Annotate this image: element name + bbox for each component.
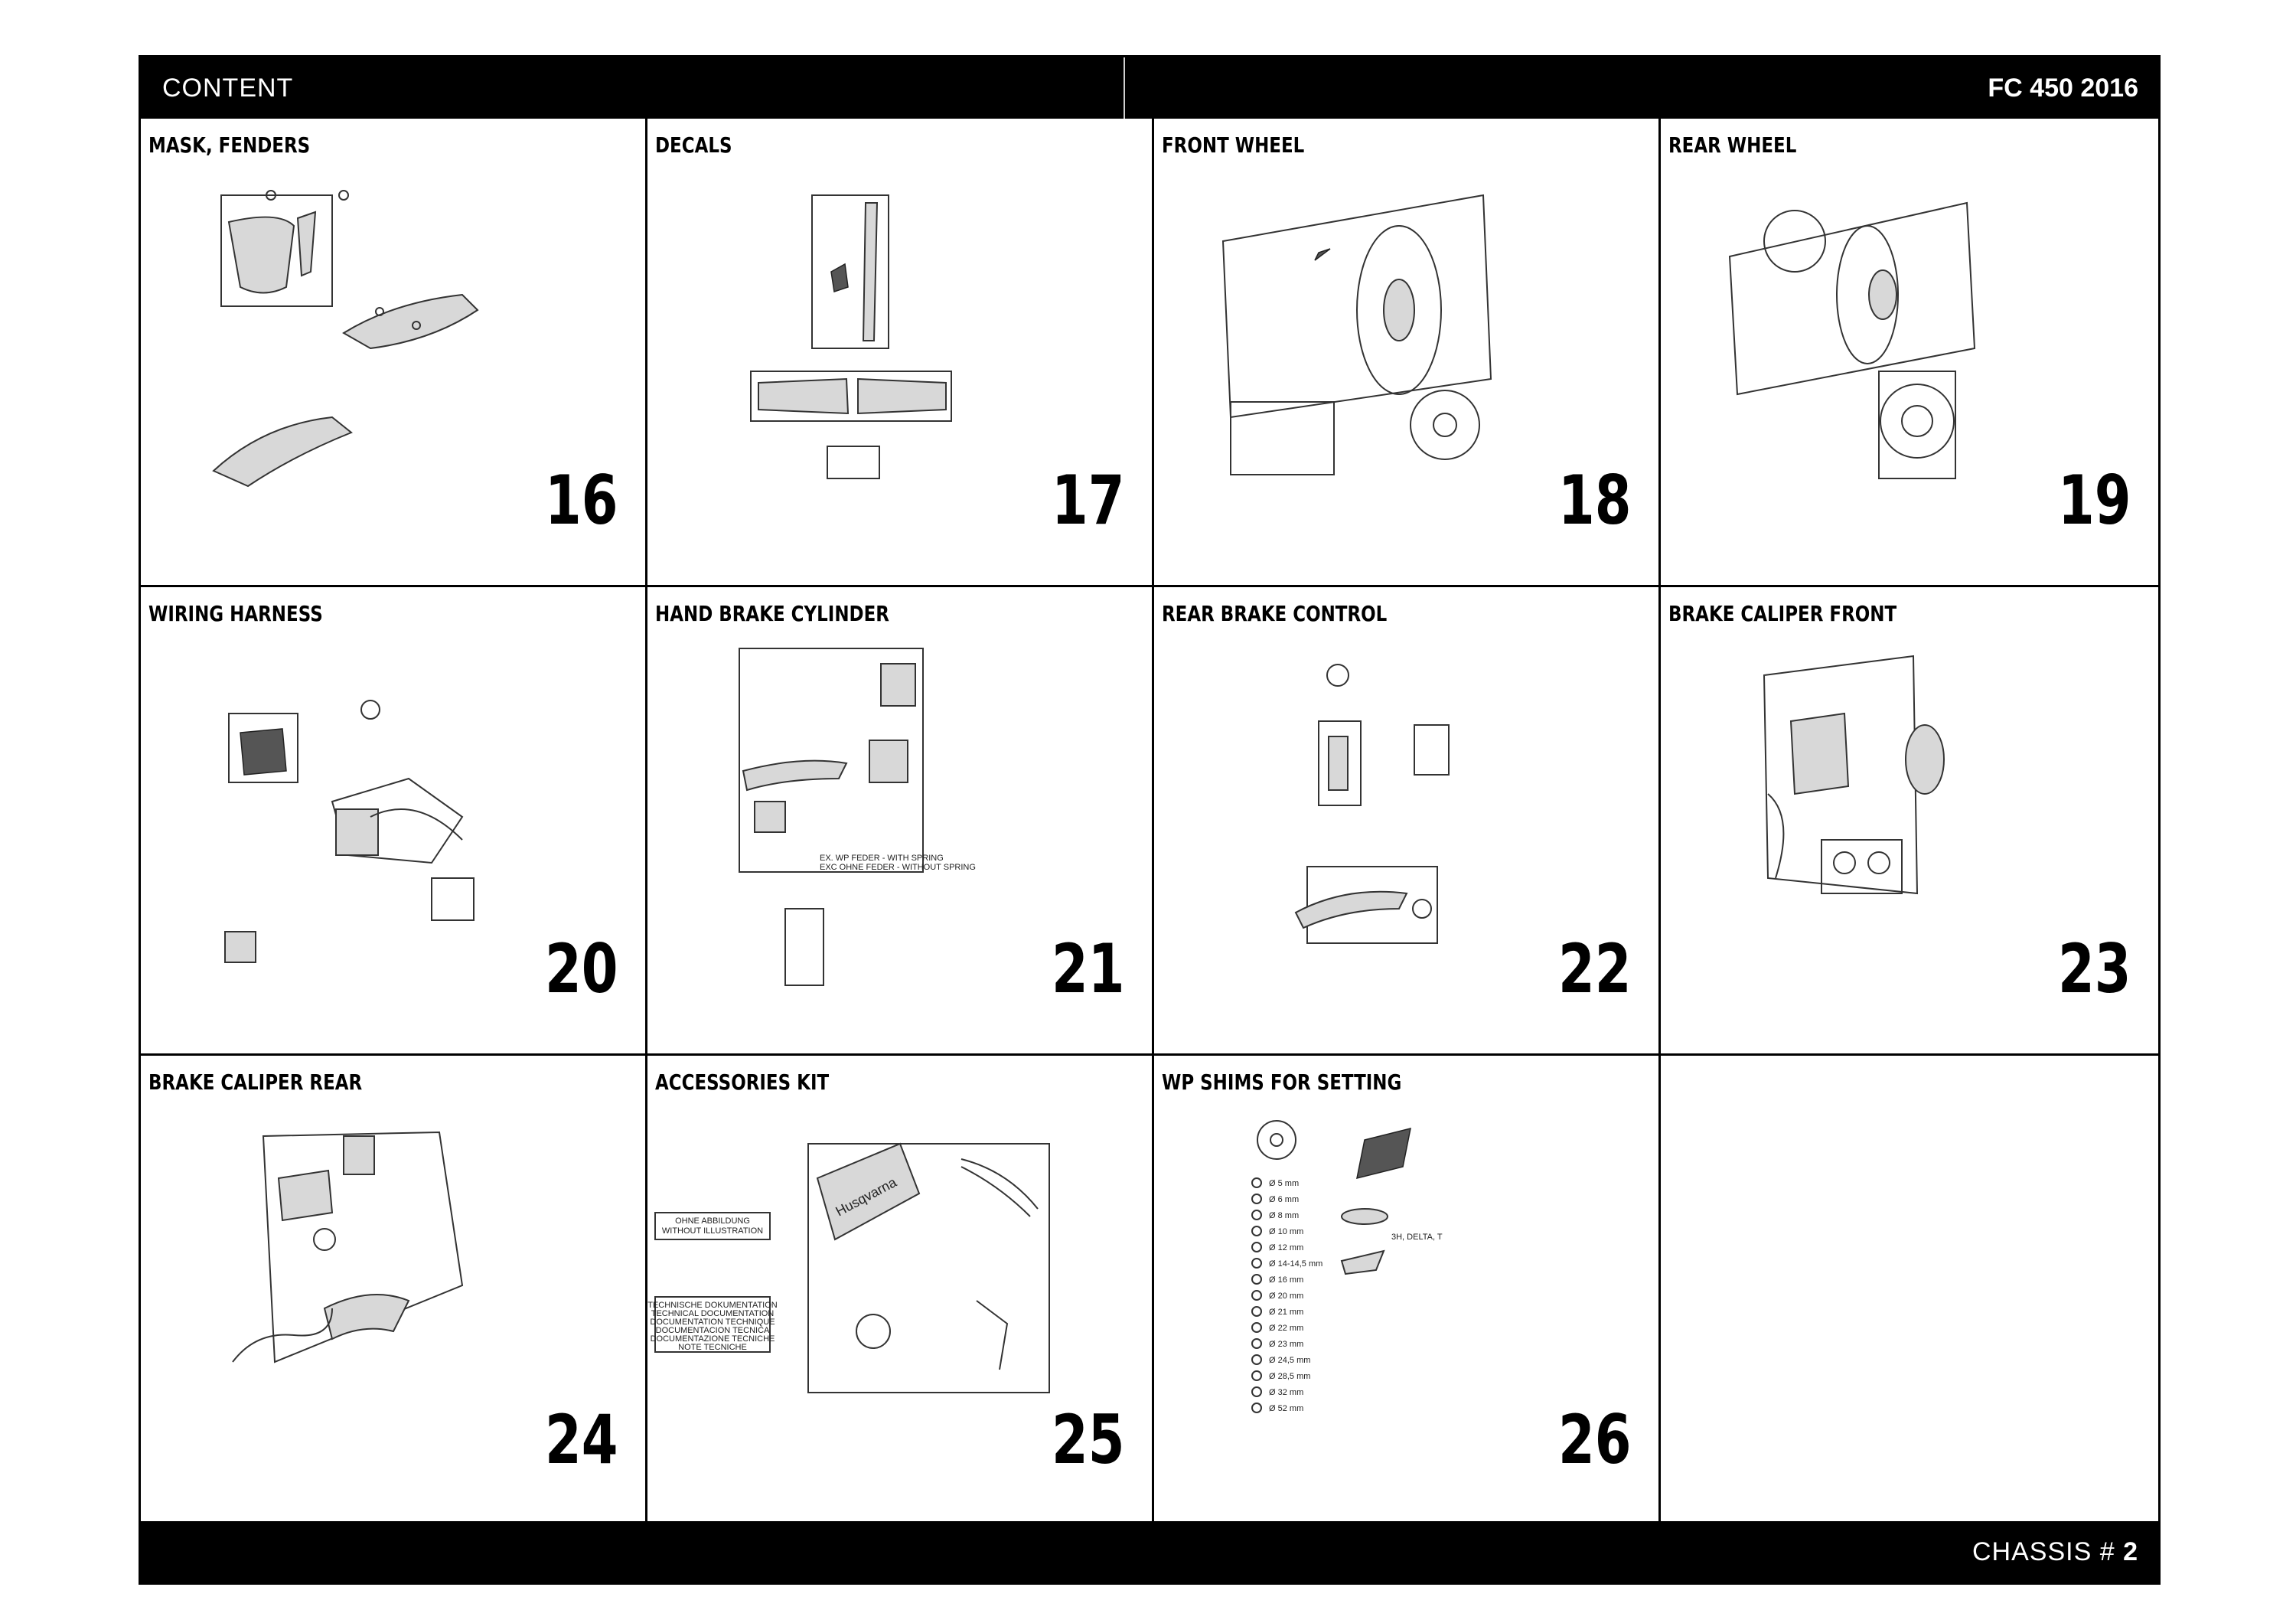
section-page-number: 25 [1051, 1400, 1124, 1479]
section-title: REAR BRAKE CONTROL [1162, 601, 1388, 626]
accessories-kit-illustration: OHNE ABBILDUNG WITHOUT ILLUSTRATION TECH… [647, 1142, 1050, 1393]
shim-size: Ø 52 mm [1269, 1404, 1303, 1413]
section-decals[interactable]: DECALS 17 [647, 119, 1154, 587]
header-model-label: FC 450 2016 [1988, 73, 2138, 103]
shim-marker [1251, 1242, 1262, 1252]
shim-size: Ø 5 mm [1269, 1179, 1299, 1188]
section-hand-brake-cylinder[interactable]: HAND BRAKE CYLINDER EX. WP FEDER - WITH … [647, 587, 1154, 1056]
section-page-number: 18 [1557, 461, 1631, 540]
section-empty [1661, 1056, 2158, 1524]
shim-size-list: Ø 5 mm Ø 6 mm Ø 8 mm Ø 10 mm Ø 12 mm Ø 14-14,… [1251, 1177, 1322, 1413]
section-page-number: 21 [1051, 929, 1124, 1008]
svg-text:DOCUMENTAZIONE TECNICHE: DOCUMENTAZIONE TECNICHE [651, 1334, 775, 1344]
section-title: MASK, FENDERS [148, 132, 311, 158]
shim-marker [1251, 1354, 1262, 1365]
section-title: ACCESSORIES KIT [655, 1069, 830, 1095]
section-brake-caliper-front[interactable]: BRAKE CALIPER FRONT 23 [1661, 587, 2158, 1056]
svg-text:TECHNICAL DOCUMENTATION: TECHNICAL DOCUMENTATION [651, 1309, 775, 1318]
header-content-label: CONTENT [162, 73, 294, 103]
section-wp-shims[interactable]: WP SHIMS FOR SETTING 3H, DELTA, T Ø 5 mm… [1154, 1056, 1661, 1524]
svg-text:TECHNISCHE DOKUMENTATION: TECHNISCHE DOKUMENTATION [647, 1301, 778, 1310]
shim-marker [1251, 1290, 1262, 1301]
section-page-number: 23 [2057, 929, 2131, 1008]
shim-size: Ø 20 mm [1269, 1292, 1303, 1301]
section-title: FRONT WHEEL [1162, 132, 1305, 158]
front-wheel-illustration [1221, 194, 1492, 475]
section-title: DECALS [655, 132, 732, 158]
shim-marker [1251, 1306, 1262, 1317]
section-title: WIRING HARNESS [148, 601, 323, 626]
wp-suspension-logo [1356, 1127, 1411, 1180]
hand-brake-cylinder-illustration: EX. WP FEDER - WITH SPRING EXC OHNE FEDE… [739, 648, 976, 986]
svg-text:DOCUMENTATION TECHNIQUE: DOCUMENTATION TECHNIQUE [650, 1318, 775, 1327]
shim-marker [1251, 1386, 1262, 1397]
shim-size: Ø 32 mm [1269, 1388, 1303, 1397]
shim-size: Ø 8 mm [1269, 1211, 1299, 1220]
mask-fenders-illustration [212, 190, 479, 488]
shim-size: Ø 21 mm [1269, 1308, 1303, 1317]
shim-size: Ø 22 mm [1269, 1324, 1303, 1333]
section-page-number: 16 [544, 461, 618, 540]
rear-wheel-illustration [1728, 201, 1976, 479]
section-title: WP SHIMS FOR SETTING [1162, 1069, 1402, 1095]
wp-shims-illustration: 3H, DELTA, T Ø 5 mmØ 6 mmØ 8 mmØ 10 mmØ … [1251, 1120, 1443, 1413]
shim-size: Ø 23 mm [1269, 1340, 1303, 1349]
shim-marker [1251, 1194, 1262, 1204]
section-page-number: 22 [1557, 929, 1631, 1008]
shim-marker [1251, 1338, 1262, 1349]
section-page-number: 19 [2057, 461, 2131, 540]
shim-size: Ø 10 mm [1269, 1227, 1303, 1236]
wiring-harness-illustration [224, 700, 475, 963]
shim-marker [1251, 1210, 1262, 1220]
note-with-spring: EX. WP FEDER - WITH SPRING [820, 854, 944, 863]
shim-marker [1251, 1258, 1262, 1269]
section-title: BRAKE CALIPER REAR [148, 1069, 363, 1095]
shim-marker [1251, 1226, 1262, 1236]
brake-caliper-front-illustration [1763, 655, 1945, 895]
shim-marker [1251, 1274, 1262, 1285]
section-front-wheel[interactable]: FRONT WHEEL 18 [1154, 119, 1661, 587]
section-page-number: 24 [544, 1400, 618, 1479]
rear-brake-control-illustration [1294, 664, 1450, 944]
shim-size: Ø 24,5 mm [1269, 1356, 1310, 1365]
brake-caliper-rear-illustration [232, 1131, 464, 1363]
footer-page-number: 2 [2123, 1537, 2138, 1566]
section-page-number: 20 [544, 929, 618, 1008]
shim-marker [1251, 1403, 1262, 1413]
shim-size: Ø 16 mm [1269, 1275, 1303, 1285]
shim-size: Ø 6 mm [1269, 1195, 1299, 1204]
section-brake-caliper-rear[interactable]: BRAKE CALIPER REAR 24 [141, 1056, 647, 1524]
shim-size: Ø 28,5 mm [1269, 1372, 1310, 1381]
footer-prefix: CHASSIS # [1972, 1537, 2124, 1566]
svg-text:DOCUMENTACION TECNICA: DOCUMENTACION TECNICA [656, 1326, 770, 1335]
shim-variants-label: 3H, DELTA, T [1391, 1233, 1443, 1242]
shim-marker [1251, 1177, 1262, 1188]
section-title: REAR WHEEL [1668, 132, 1797, 158]
svg-text:WITHOUT ILLUSTRATION: WITHOUT ILLUSTRATION [662, 1226, 763, 1236]
section-title: BRAKE CALIPER FRONT [1668, 601, 1897, 626]
footer-page-label: CHASSIS # 2 [1972, 1521, 2138, 1582]
section-rear-brake-control[interactable]: REAR BRAKE CONTROL 22 [1154, 587, 1661, 1056]
header-divider [1124, 57, 1125, 119]
footer-bar: CHASSIS # 2 [141, 1521, 2158, 1582]
shim-marker [1251, 1322, 1262, 1333]
section-wiring-harness[interactable]: WIRING HARNESS 20 [141, 587, 647, 1056]
svg-text:NOTE TECNICHE: NOTE TECNICHE [678, 1343, 747, 1352]
svg-text:OHNE ABBILDUNG: OHNE ABBILDUNG [675, 1216, 750, 1226]
section-page-number: 17 [1051, 461, 1124, 540]
shim-size: Ø 12 mm [1269, 1243, 1303, 1252]
section-accessories-kit[interactable]: ACCESSORIES KIT OHNE ABBILDUNG WITHOUT I… [647, 1056, 1154, 1524]
shim-marker [1251, 1370, 1262, 1381]
section-page-number: 26 [1557, 1400, 1631, 1479]
section-rear-wheel[interactable]: REAR WHEEL 19 [1661, 119, 2158, 587]
decals-illustration [750, 194, 952, 479]
note-without-spring: EXC OHNE FEDER - WITHOUT SPRING [820, 863, 976, 872]
header-bar: CONTENT FC 450 2016 [141, 57, 2158, 119]
section-grid: MASK, FENDERS 16 DECALS [141, 119, 2158, 1524]
shim-size: Ø 14-14,5 mm [1269, 1259, 1322, 1269]
section-title: HAND BRAKE CYLINDER [655, 601, 889, 626]
section-mask-fenders[interactable]: MASK, FENDERS 16 [141, 119, 647, 587]
catalog-page: CONTENT FC 450 2016 MASK, FENDERS 16 DEC… [139, 55, 2161, 1585]
